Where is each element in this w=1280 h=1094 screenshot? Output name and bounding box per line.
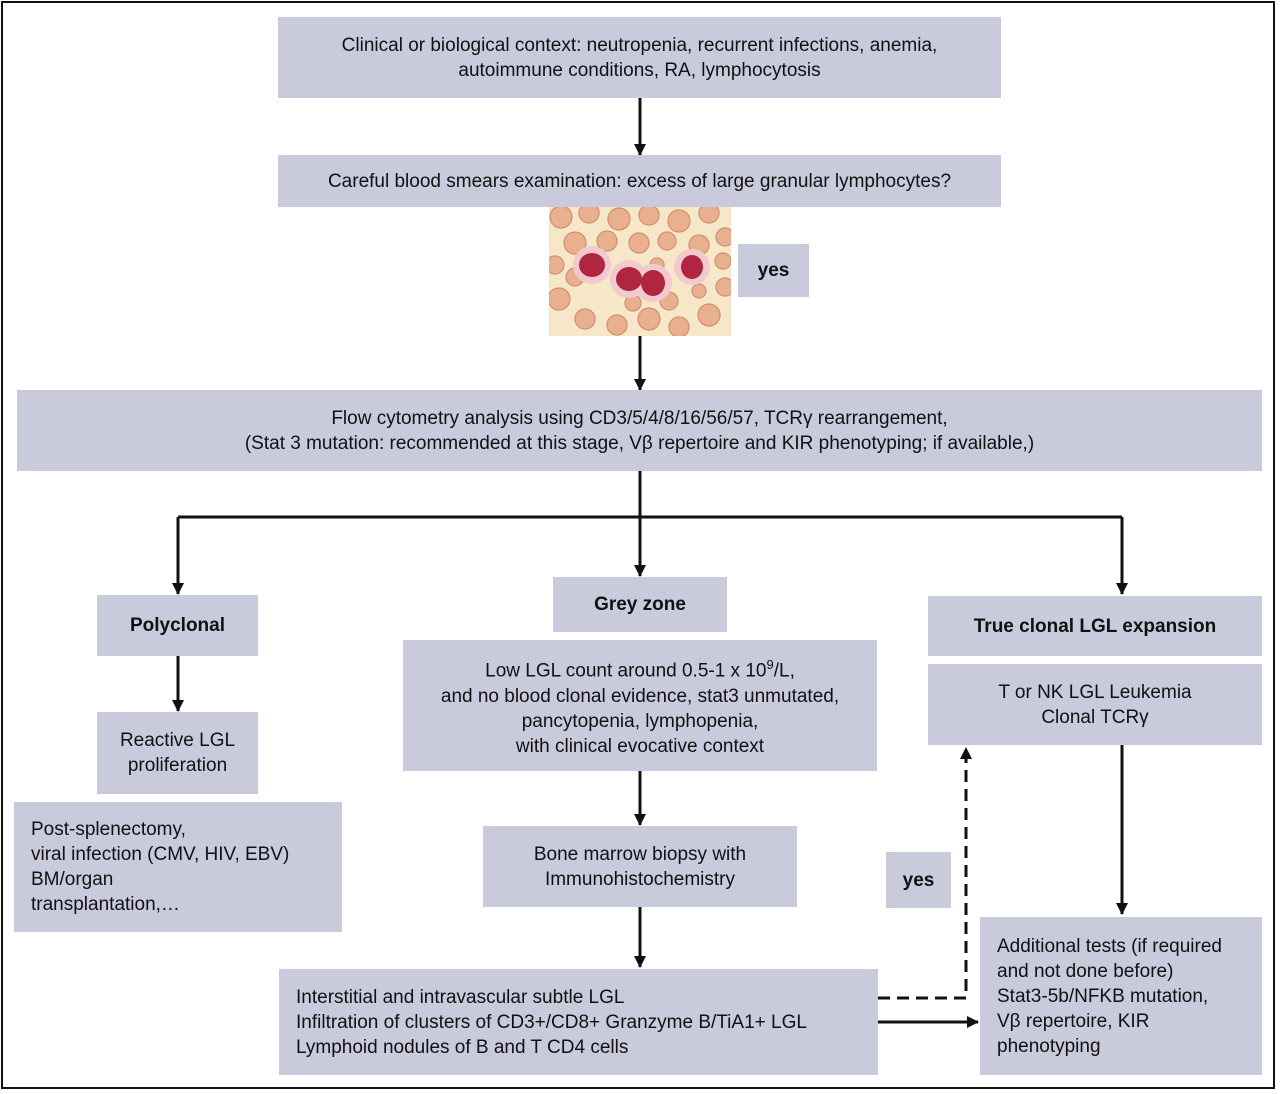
- lgl-leukemia-box: T or NK LGL Leukemia Clonal TCRγ: [928, 664, 1262, 745]
- dashed-arrow-to-leukemia: [878, 747, 972, 1000]
- flow-cytometry-box: Flow cytometry analysis using CD3/5/4/8/…: [17, 390, 1262, 471]
- low-lgl-first-line: Low LGL count around 0.5-1 x 109/L,: [485, 657, 795, 682]
- context-box: Clinical or biological context: neutrope…: [278, 17, 1001, 98]
- smear-exam-box: Careful blood smears examination: excess…: [278, 155, 1001, 207]
- yes-label-top: yes: [738, 244, 809, 297]
- yes-label-bottom: yes: [886, 852, 951, 908]
- blood-smear-image: [549, 207, 731, 336]
- grey-zone-box: Grey zone: [553, 577, 727, 632]
- polyclonal-box: Polyclonal: [97, 595, 258, 656]
- reactive-lgl-box: Reactive LGL proliferation: [97, 712, 258, 794]
- interstitial-box: Interstitial and intravascular subtle LG…: [279, 969, 878, 1075]
- bone-marrow-box: Bone marrow biopsy with Immunohistochemi…: [483, 826, 797, 907]
- additional-tests-box: Additional tests (if required and not do…: [980, 917, 1262, 1075]
- post-splenectomy-box: Post-splenectomy, viral infection (CMV, …: [14, 802, 342, 932]
- low-lgl-box: Low LGL count around 0.5-1 x 109/L, and …: [403, 640, 877, 771]
- true-clonal-box: True clonal LGL expansion: [928, 596, 1262, 656]
